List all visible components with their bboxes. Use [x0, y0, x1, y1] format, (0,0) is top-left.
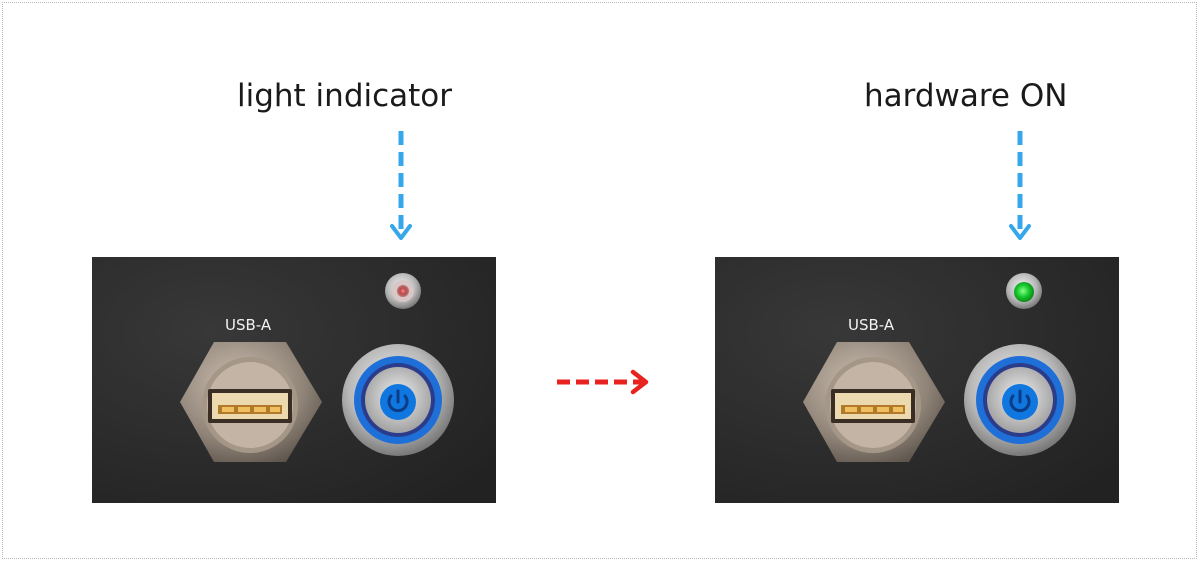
panel-before: USB-A — [92, 257, 496, 503]
callout-arrow-right — [1009, 131, 1031, 240]
led-indicator-icon — [385, 273, 421, 309]
usb-a-label: USB-A — [225, 316, 272, 334]
transition-arrow — [557, 369, 649, 395]
power-icon-right — [1009, 394, 1031, 413]
callout-arrow-left — [390, 131, 412, 240]
power-button-icon — [342, 344, 454, 456]
usb-a-label-right: USB-A — [848, 316, 895, 334]
light-indicator-caption: light indicator — [237, 78, 453, 114]
panel-after: USB-A — [715, 257, 1119, 503]
usb-a-port-icon-right — [803, 342, 945, 462]
power-icon — [387, 394, 409, 413]
led-indicator-on-icon — [1006, 273, 1042, 309]
power-button-icon-right — [964, 344, 1076, 456]
usb-a-port-icon — [180, 342, 322, 462]
hardware-on-caption: hardware ON — [864, 78, 1068, 114]
